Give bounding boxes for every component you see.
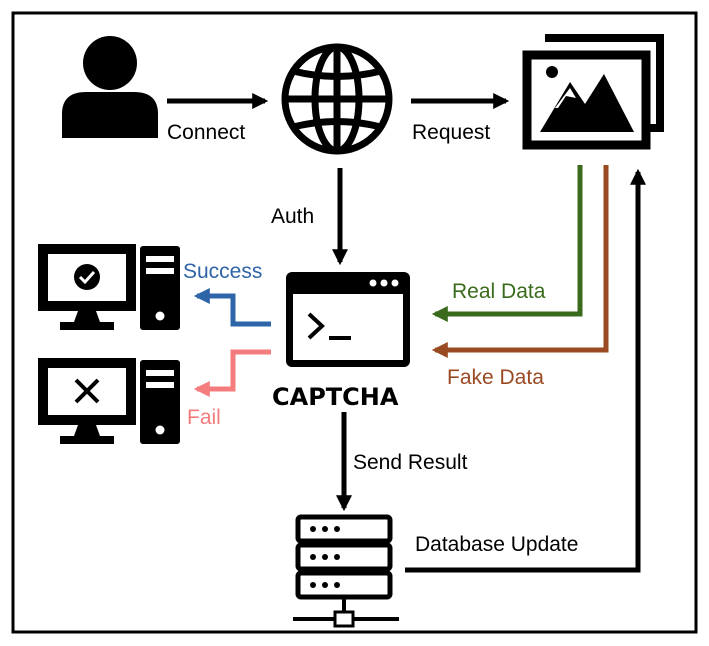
request-label: Request xyxy=(412,121,490,144)
fail-label: Fail xyxy=(187,406,221,429)
fail-arrow xyxy=(193,349,271,398)
terminal-window-icon xyxy=(286,272,410,367)
user-icon xyxy=(62,36,158,138)
fake-data-arrow xyxy=(431,165,609,359)
image-gallery-icon xyxy=(522,34,664,150)
connect-label: Connect xyxy=(167,121,245,144)
success-arrow xyxy=(193,287,271,327)
captcha-label: CAPTCHA xyxy=(272,383,399,411)
server-icon xyxy=(293,514,399,628)
diagram-frame xyxy=(11,11,698,634)
database-update-arrow xyxy=(405,168,647,573)
send-result-label: Send Result xyxy=(353,451,468,474)
real-data-label: Real Data xyxy=(452,280,546,303)
globe-icon xyxy=(281,43,393,155)
auth-label: Auth xyxy=(271,205,314,228)
database-update-label: Database Update xyxy=(415,533,578,556)
computer-fail-icon xyxy=(38,358,180,444)
success-label: Success xyxy=(183,260,262,283)
fake-data-label: Fake Data xyxy=(447,366,544,389)
computer-success-icon xyxy=(38,244,180,330)
real-data-arrow xyxy=(431,165,583,323)
